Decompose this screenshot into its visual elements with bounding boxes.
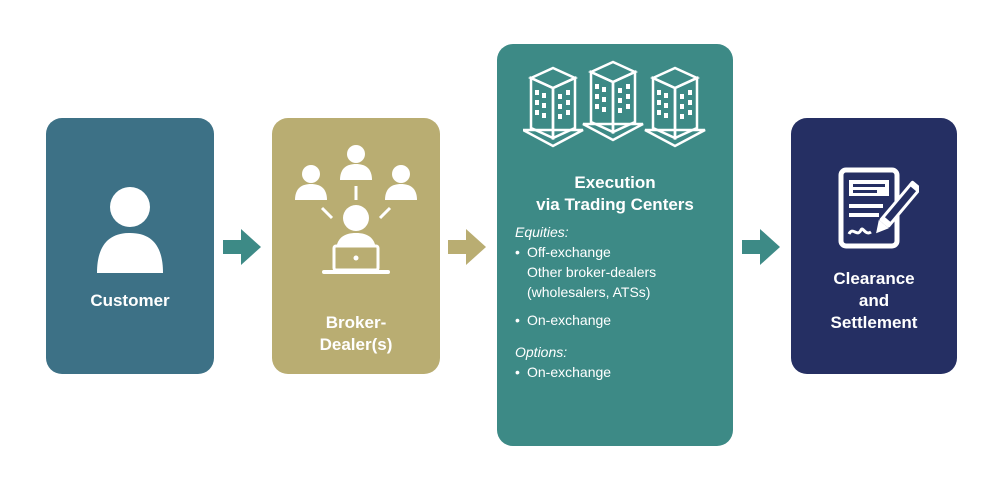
list-item: • Off-exchange <box>515 242 723 262</box>
list-sub-item: Other broker-dealers <box>527 264 657 280</box>
customer-step: Customer <box>46 118 214 374</box>
execution-step: Execution via Trading Centers Equities: … <box>497 44 733 446</box>
list-sub-item: (wholesalers, ATSs) <box>527 284 651 300</box>
clearance-settlement-step: Clearance and Settlement <box>791 118 957 374</box>
bullet: • <box>515 364 520 380</box>
clearance-settlement-label: Clearance and Settlement <box>830 269 918 332</box>
options-heading: Options: <box>515 344 568 360</box>
arrow-right-icon <box>448 229 486 265</box>
execution-venues-list: Equities: • Off-exchange Other broker-de… <box>515 222 723 382</box>
execution-title: Execution via Trading Centers <box>497 172 733 216</box>
broker-dealer-label: Broker- Dealer(s) <box>319 313 393 354</box>
list-item-text: On-exchange <box>527 312 612 328</box>
list-item: • On-exchange <box>515 362 723 382</box>
person-icon <box>97 187 163 273</box>
customer-label: Customer <box>90 291 170 310</box>
arrow-right-icon <box>223 229 261 265</box>
bullet: • <box>515 312 520 328</box>
list-item-text: On-exchange <box>527 364 612 380</box>
equities-heading: Equities: <box>515 224 569 240</box>
execution-title-line2: via Trading Centers <box>536 195 694 214</box>
bullet: • <box>515 244 520 260</box>
buildings-icon <box>523 60 706 148</box>
arrow-right-icon <box>742 229 780 265</box>
broker-network-icon <box>295 145 417 274</box>
document-signature-icon <box>838 167 919 249</box>
broker-dealer-step: Broker- Dealer(s) <box>272 118 440 374</box>
execution-title-line1: Execution <box>574 173 656 192</box>
list-item-text: Off-exchange <box>527 244 611 260</box>
list-item: • On-exchange <box>515 310 723 330</box>
